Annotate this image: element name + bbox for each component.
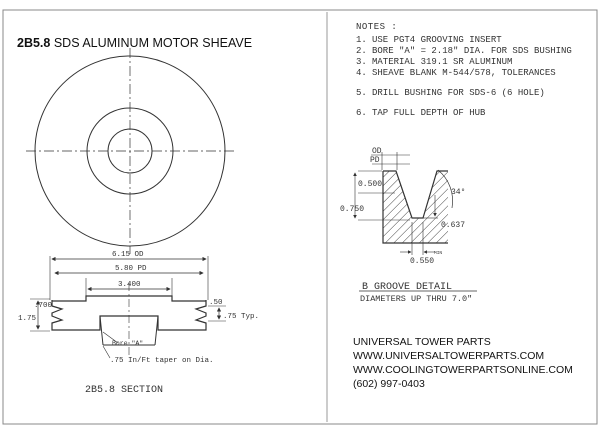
bore-label: Bore "A" <box>112 340 143 347</box>
note-item: 2.BORE "A" = 2.18" DIA. FOR SDS BUSHING <box>356 46 572 56</box>
taper-leader <box>102 345 111 359</box>
website-link-2[interactable]: WWW.COOLINGTOWERPARTSONLINE.COM <box>353 364 573 376</box>
section-view <box>30 256 226 359</box>
right-top-label: .50 <box>209 299 223 307</box>
angle-label: 34° <box>451 188 465 197</box>
bore-taper-left <box>99 315 104 346</box>
note-item: 5.DRILL BUSHING FOR SDS-6 (6 HOLE) <box>356 88 545 98</box>
part-description: SDS ALUMINUM MOTOR SHEAVE <box>53 36 253 50</box>
notes-block: NOTES : 1.USE PGT4 GROOVING INSERT 2.BOR… <box>356 22 592 119</box>
top-width-label: 0.500 <box>358 180 382 189</box>
side-label: 0.637 <box>441 221 465 230</box>
pd-label: 5.80 PD <box>115 265 147 273</box>
groove-pd-label: PD <box>370 156 380 165</box>
groove-od-label: OD <box>372 147 382 156</box>
drawing-title: 2B5.8 SDS ALUMINUM MOTOR SHEAVE <box>17 36 252 50</box>
note-item: 4.SHEAVE BLANK M-544/578, TOLERANCES <box>356 68 556 78</box>
groove-hatch <box>383 171 448 243</box>
sheet-border <box>2 9 598 425</box>
phone-number: (602) 997-0403 <box>353 378 425 390</box>
part-number: 2B5.8 <box>17 36 51 50</box>
note-item: 1.USE PGT4 GROOVING INSERT <box>356 35 502 45</box>
bore-taper-right <box>154 315 159 346</box>
note-item: 6.TAP FULL DEPTH OF HUB <box>356 108 486 118</box>
min-label: MIN <box>434 250 442 256</box>
bottom-label: 0.550 <box>410 257 434 266</box>
note-item: 3.MATERIAL 319.1 SR ALUMINUM <box>356 57 513 67</box>
angle-arc <box>437 169 453 209</box>
right-side-label: .75 Typ. <box>223 313 259 321</box>
section-labels: 6.15 OD 5.80 PD 3.400 .700 1.75 .50 .75 … <box>18 251 259 396</box>
notes-header: NOTES : <box>356 22 398 32</box>
groove-subtitle: DIAMETERS UP THRU 7.0" <box>360 294 472 304</box>
depth-label: 0.750 <box>340 205 364 214</box>
top-view <box>26 48 234 254</box>
taper-label: .75 In/Ft taper on Dia. <box>110 357 214 365</box>
website-link-1[interactable]: WWW.UNIVERSALTOWERPARTS.COM <box>353 350 545 362</box>
groove-labels: OD PD 0.500 0.750 34° 0.637 0.550 MIN B … <box>340 147 472 304</box>
section-caption: 2B5.8 SECTION <box>85 385 163 396</box>
left-height-label: 1.75 <box>18 315 37 323</box>
groove-detail <box>353 152 477 292</box>
contact-block: UNIVERSAL TOWER PARTS WWW.UNIVERSALTOWER… <box>353 335 573 391</box>
company-name: UNIVERSAL TOWER PARTS <box>353 336 491 348</box>
hub-label: 3.400 <box>118 281 141 289</box>
left-top-label: .700 <box>34 302 53 310</box>
od-label: 6.15 OD <box>112 251 144 259</box>
groove-title: B GROOVE DETAIL <box>362 282 452 293</box>
bore-leader <box>102 331 119 344</box>
